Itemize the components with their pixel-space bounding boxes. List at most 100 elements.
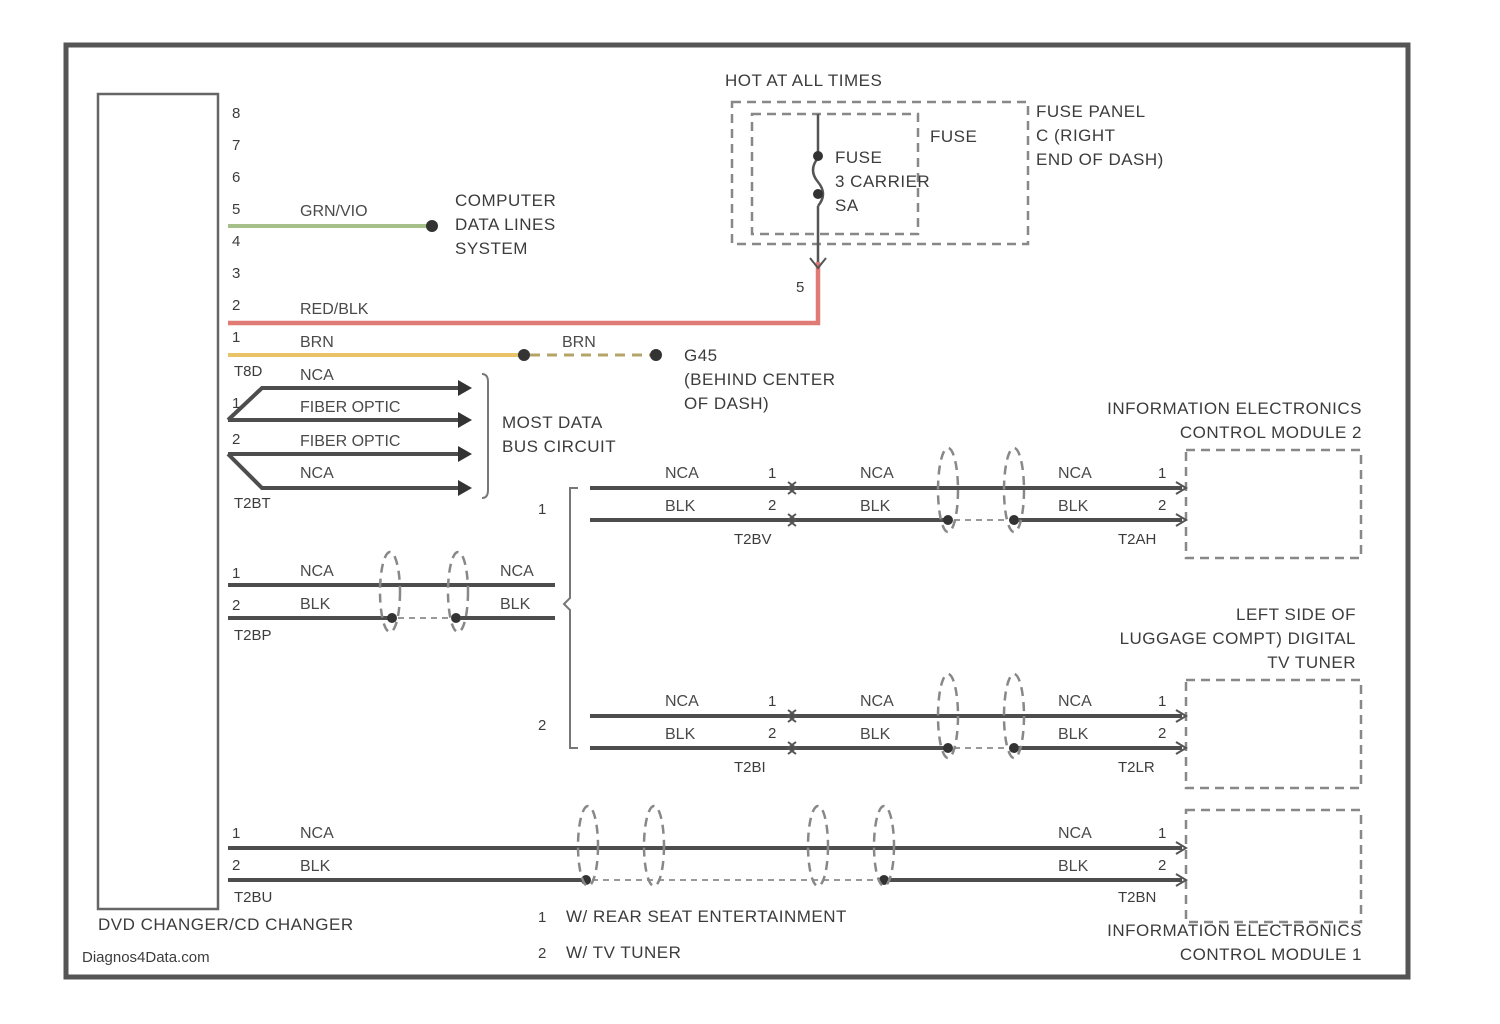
connector-t2bv: T2BV (734, 531, 772, 548)
module2-label-blk-1: BLK (665, 498, 696, 515)
module2-label-nca-2: NCA (860, 465, 894, 482)
connector-t2bt: T2BT (234, 495, 271, 512)
fuse-inner-1: FUSE (835, 148, 882, 167)
fuse-node-top (813, 151, 823, 161)
module1-pin-1: 1 (232, 825, 240, 842)
watermark: Diagnos4Data.com (82, 949, 210, 966)
ground-g45-node (650, 349, 662, 361)
module1-label-blk-2: BLK (1058, 858, 1089, 875)
module1-end-pin-2: 2 (1158, 857, 1166, 874)
fuse-label: FUSE (930, 127, 977, 146)
module1-label-nca-1: NCA (300, 825, 334, 842)
tuner-node-a (943, 743, 953, 753)
wire-brn-node (518, 349, 530, 361)
tuner-title-1: LEFT SIDE OF (1236, 605, 1356, 624)
computer-label-3: SYSTEM (455, 239, 528, 258)
wire-label-brn-2: BRN (562, 334, 596, 351)
module2-title-2: CONTROL MODULE 2 (1180, 423, 1362, 442)
wire-grn-vio-end (426, 220, 438, 232)
most-label-nca-1: NCA (300, 367, 334, 384)
module2-label-nca-1: NCA (665, 465, 699, 482)
changer-label: DVD CHANGER/CD CHANGER (98, 915, 354, 934)
tuner-title-2: LUGGAGE COMPT) DIGITAL (1120, 629, 1356, 648)
module2-circuit: 1 2 NCA BLK NCA BLK NCA BLK 1 2 T2BV T2A… (590, 399, 1362, 558)
legend-num-2: 2 (538, 945, 546, 962)
tuner-pin-1: 1 (768, 693, 776, 710)
pin-8: 8 (232, 105, 240, 122)
module2-label-blk-2: BLK (860, 498, 891, 515)
module2-end-pin-2: 2 (1158, 497, 1166, 514)
pin-2: 2 (232, 297, 240, 314)
connector-t2bp: T2BP (234, 627, 272, 644)
tuner-label-nca-1: NCA (665, 693, 699, 710)
ground-line1: (BEHIND CENTER (684, 370, 836, 389)
module1-title-2: CONTROL MODULE 1 (1180, 945, 1362, 964)
module2-end-pin-1: 1 (1158, 465, 1166, 482)
most-label-fiber-1: FIBER OPTIC (300, 399, 400, 416)
most-arrow-1 (458, 380, 472, 396)
connector-t2ah: T2AH (1118, 531, 1156, 548)
t2bp-label-nca-1: NCA (300, 563, 334, 580)
legend: 1 W/ REAR SEAT ENTERTAINMENT 2 W/ TV TUN… (538, 907, 847, 962)
fuse-panel-line2: C (RIGHT (1036, 126, 1116, 145)
module2-pin-2: 2 (768, 497, 776, 514)
module1-circuit: 1 2 NCA BLK NCA BLK 1 2 T2BU T2BN INFORM… (228, 806, 1362, 964)
tuner-label-blk-2: BLK (860, 726, 891, 743)
pin-column: 8 7 6 5 4 3 2 1 T8D (232, 105, 263, 380)
tuner-label-blk-3: BLK (1058, 726, 1089, 743)
t2bp-label-blk-1: BLK (300, 596, 331, 613)
terminal-marks (1176, 482, 1186, 886)
module1-title-1: INFORMATION ELECTRONICS (1107, 921, 1362, 940)
most-arrow-3 (458, 446, 472, 462)
tuner-circuit: 1 2 NCA BLK NCA BLK NCA BLK 1 2 T2BI T2L… (590, 605, 1361, 788)
tuner-box (1186, 680, 1361, 788)
most-label-line1: MOST DATA (502, 413, 603, 432)
t2bp-circuit: NCA BLK NCA BLK 1 2 T2BP (228, 552, 555, 644)
connector-t2bu: T2BU (234, 889, 272, 906)
wire-label-red-blk: RED/BLK (300, 301, 369, 318)
t2bp-pin-2: 2 (232, 597, 240, 614)
tuner-label-nca-3: NCA (1058, 693, 1092, 710)
most-arrow-4 (458, 480, 472, 496)
module2-pin-1: 1 (768, 465, 776, 482)
most-bus: NCA FIBER OPTIC FIBER OPTIC NCA 1 2 T2BT… (228, 367, 616, 512)
wire-label-grn-vio: GRN/VIO (300, 203, 368, 220)
legend-text-1: W/ REAR SEAT ENTERTAINMENT (566, 907, 847, 926)
module2-box (1186, 450, 1361, 558)
pin-6: 6 (232, 169, 240, 186)
most-arrow-2 (458, 412, 472, 428)
fuse-node-bottom (813, 189, 823, 199)
module2-label-nca-3: NCA (1058, 465, 1092, 482)
tuner-pin-2: 2 (768, 725, 776, 742)
most-label-nca-2: NCA (300, 465, 334, 482)
pin-3: 3 (232, 265, 240, 282)
module1-label-blk-1: BLK (300, 858, 331, 875)
tuner-title-3: TV TUNER (1267, 653, 1356, 672)
changer-body (98, 94, 218, 909)
pin-1: 1 (232, 329, 240, 346)
pin-5: 5 (232, 201, 240, 218)
ground-label: G45 (684, 346, 718, 365)
module1-box (1186, 810, 1361, 922)
legend-text-2: W/ TV TUNER (566, 943, 681, 962)
tuner-label-blk-1: BLK (665, 726, 696, 743)
tuner-node-b (1009, 743, 1019, 753)
option-bracket (564, 488, 578, 748)
most-pin-2: 2 (232, 431, 240, 448)
most-pin-1: 1 (232, 395, 240, 412)
connector-t2bi: T2BI (734, 759, 766, 776)
tuner-end-pin-2: 2 (1158, 725, 1166, 742)
most-wire-4 (228, 454, 468, 488)
connector-t2bn: T2BN (1118, 889, 1156, 906)
t2bp-node-b (451, 613, 461, 623)
legend-num-1: 1 (538, 909, 546, 926)
option-ref-1: 1 (538, 501, 546, 518)
t2bp-pin-1: 1 (232, 565, 240, 582)
module1-label-nca-2: NCA (1058, 825, 1092, 842)
computer-label-2: DATA LINES (455, 215, 556, 234)
fuse-inner-3: SA (835, 196, 859, 215)
connector-t8d: T8D (234, 363, 263, 380)
pin-7: 7 (232, 137, 240, 154)
t2bp-label-nca-2: NCA (500, 563, 534, 580)
